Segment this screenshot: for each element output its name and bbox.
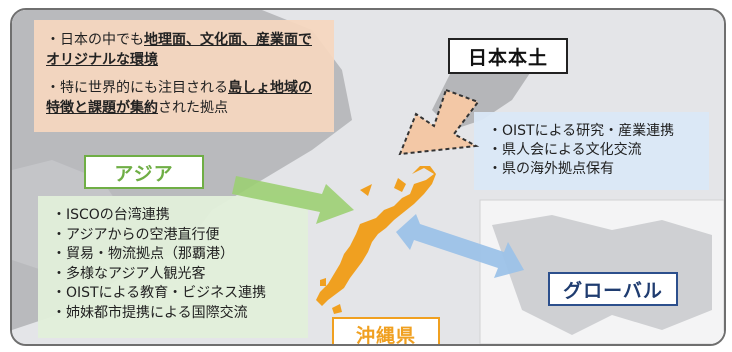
asia-link-item: ・アジアからの空港直行便 — [52, 226, 220, 243]
mainland-links-box: ・OISTによる研究・産業連携 ・県人会による文化交流 ・県の海外拠点保有 — [474, 112, 709, 190]
asia-link-item: ・姉妹都市提携による国際交流 — [52, 304, 248, 321]
asia-link-item: ・ISCOの台湾連携 — [52, 207, 170, 223]
asia-link-item: ・貿易・物流拠点（那覇港） — [52, 246, 234, 262]
asia-link-item: ・多様なアジア人観光客 — [52, 265, 206, 282]
okinawa-islands-shape — [316, 166, 436, 314]
mainland-to-okinawa-arrow — [398, 88, 480, 156]
asia-link-item: ・OISTによる教育・ビジネス連携 — [52, 285, 267, 301]
diagram-overlay — [232, 88, 524, 314]
mainland-link-item: ・県の海外拠点保有 — [488, 161, 614, 177]
asia-to-okinawa-arrow — [232, 176, 354, 224]
global-label: グローバル — [548, 272, 678, 306]
okinawa-environment-box: ・日本の中でも地理面、文化面、産業面でオリジナルな環境 ・特に世界的にも注目され… — [34, 20, 334, 132]
mainland-japan-label: 日本本土 — [448, 38, 568, 74]
okinawa-global-double-arrow — [396, 214, 524, 278]
mainland-link-item: ・OISTによる研究・産業連携 — [488, 123, 675, 139]
environment-point-1: ・日本の中でも地理面、文化面、産業面でオリジナルな環境 — [46, 32, 312, 68]
diagram-frame: ・日本の中でも地理面、文化面、産業面でオリジナルな環境 ・特に世界的にも注目され… — [10, 8, 726, 346]
okinawa-label: 沖縄県 — [332, 317, 440, 344]
asia-links-box: ・ISCOの台湾連携 ・アジアからの空港直行便 ・貿易・物流拠点（那覇港） ・多… — [38, 196, 308, 338]
mainland-link-item: ・県人会による文化交流 — [488, 142, 642, 158]
asia-label: アジア — [84, 155, 204, 189]
environment-point-2: ・特に世界的にも注目される島しょ地域の特徴と課題が集約された拠点 — [46, 80, 312, 116]
